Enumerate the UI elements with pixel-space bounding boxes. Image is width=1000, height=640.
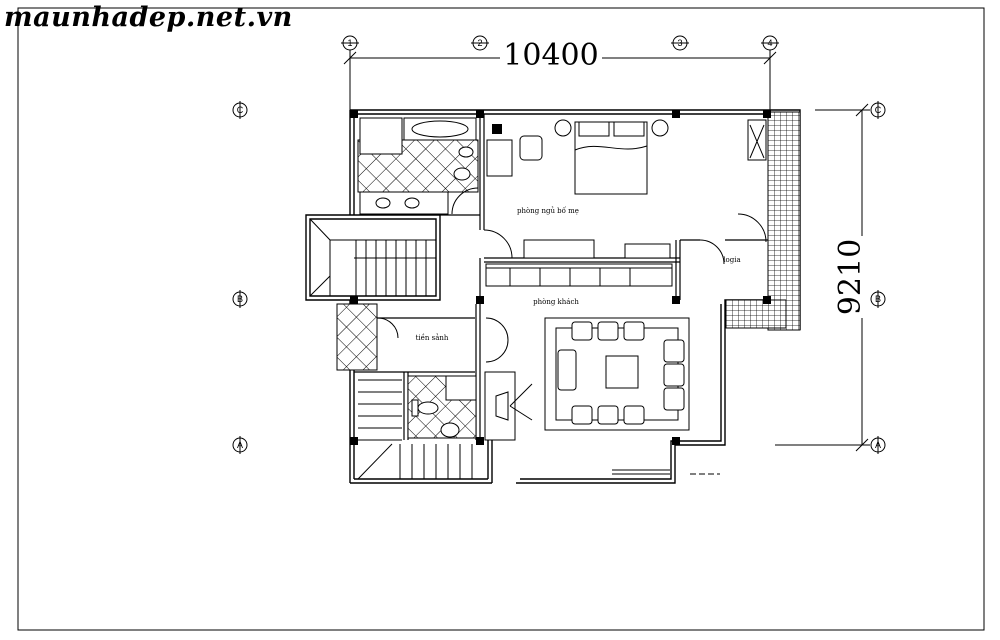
axis-marker-a-left: A xyxy=(232,436,248,454)
svg-text:A: A xyxy=(237,440,243,450)
vanity-counter xyxy=(359,191,449,215)
svg-text:1: 1 xyxy=(347,38,352,48)
shower-tray xyxy=(359,117,403,155)
desk-chair xyxy=(519,135,543,161)
nightstand-right xyxy=(651,119,669,137)
width-dimension-label: 10400 xyxy=(503,38,598,73)
interior-walls xyxy=(354,114,768,440)
desk xyxy=(486,139,513,177)
bedroom-cabinet xyxy=(624,243,671,259)
axis-marker-2: 2 xyxy=(471,35,489,51)
toilet-bathroom-2 xyxy=(417,401,439,415)
bedroom-bench xyxy=(523,239,595,259)
svg-text:C: C xyxy=(875,105,882,115)
foyer-tiles xyxy=(336,303,378,371)
axis-marker-b-left: B xyxy=(232,290,248,308)
window-bottom xyxy=(612,469,720,475)
tv-cabinet xyxy=(485,263,673,287)
axis-marker-3: 3 xyxy=(671,35,689,51)
axis-marker-a-right: A xyxy=(870,436,886,454)
svg-text:3: 3 xyxy=(677,38,682,48)
coffee-table xyxy=(605,355,639,389)
room-label-master-bedroom: phòng ngủ bố mẹ xyxy=(517,206,579,215)
sheet-frame xyxy=(17,7,985,631)
svg-text:2: 2 xyxy=(477,38,482,48)
svg-text:B: B xyxy=(875,294,881,304)
axis-marker-c-right: C xyxy=(870,101,886,119)
svg-text:A: A xyxy=(875,440,881,450)
depth-dimension-label: 9210 xyxy=(833,239,868,315)
roof-tiles-bottom xyxy=(725,299,787,329)
roof-tiles-right xyxy=(767,111,801,331)
room-label-living-room: phòng khách xyxy=(533,298,579,306)
axis-marker-c-left: C xyxy=(232,101,248,119)
room-label-foyer: tiền sảnh xyxy=(416,333,449,342)
room-label-loggia: logia xyxy=(723,256,740,264)
staircase-lower xyxy=(357,379,473,480)
svg-text:B: B xyxy=(237,294,243,304)
axis-marker-1: 1 xyxy=(341,35,359,51)
toilet-bathroom-1 xyxy=(453,167,471,181)
site-watermark: maunhadep.net.vn xyxy=(4,2,293,33)
staircase-upper xyxy=(309,218,436,297)
axis-marker-4: 4 xyxy=(761,35,779,51)
svg-text:C: C xyxy=(237,105,244,115)
nightstand-left xyxy=(554,119,572,137)
wc-sink xyxy=(440,422,460,438)
svg-text:4: 4 xyxy=(767,38,772,48)
axis-marker-b-right: B xyxy=(870,290,886,308)
sofa-set xyxy=(557,321,685,425)
